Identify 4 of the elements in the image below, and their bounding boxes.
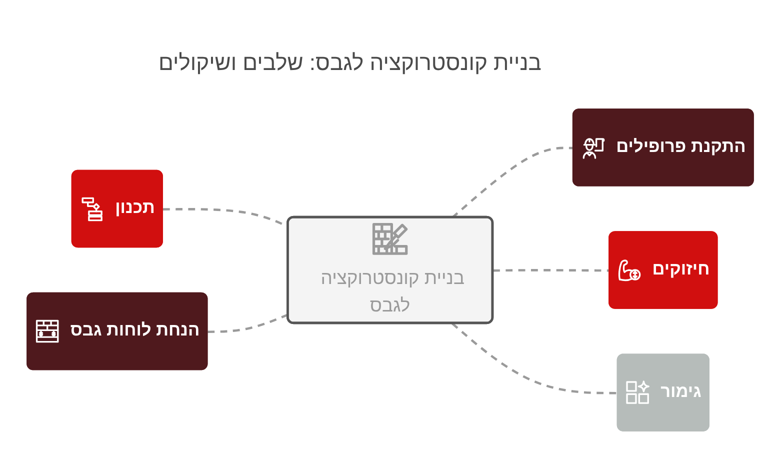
connector bbox=[492, 269, 610, 272]
connector bbox=[451, 322, 618, 394]
diagram-title: בניית קונסטרוקציה לגבס: שלבים ושיקולים bbox=[158, 50, 542, 76]
connector bbox=[207, 313, 288, 333]
